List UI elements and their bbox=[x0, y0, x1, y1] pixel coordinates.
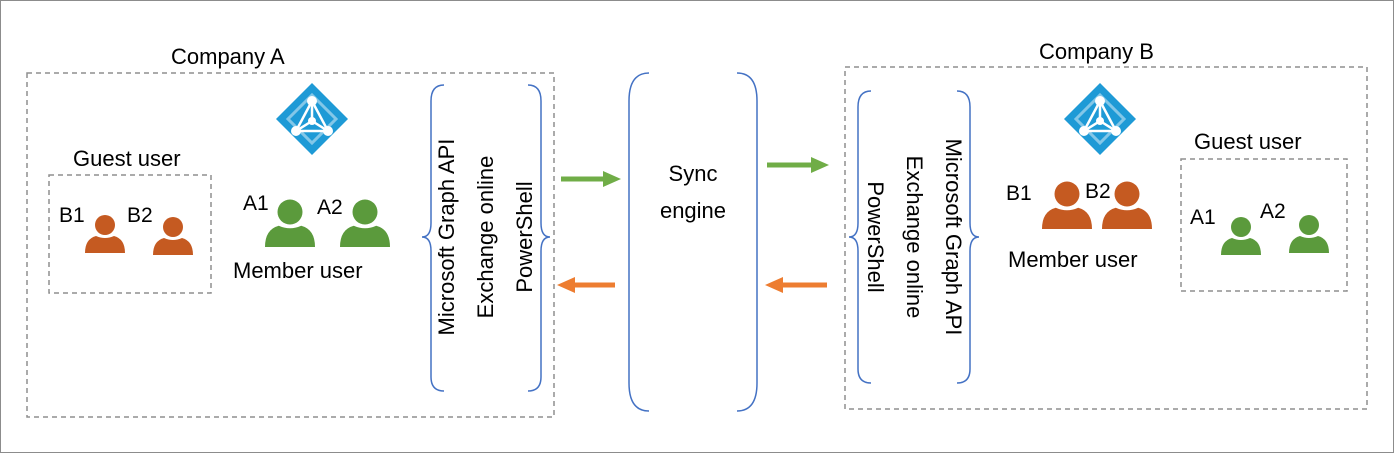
company-b-api-brace-right bbox=[956, 90, 980, 384]
company-a-api-brace-left bbox=[421, 84, 445, 392]
arrow-sync-to-a bbox=[557, 277, 615, 293]
company-a-title: Company A bbox=[171, 44, 285, 69]
sync-engine-line1: Sync bbox=[668, 161, 718, 186]
company-b-title: Company B bbox=[1039, 39, 1154, 64]
company-b-api-list: Microsoft Graph API Exchange online Powe… bbox=[863, 67, 966, 407]
company-b-azure-ad-icon bbox=[1062, 81, 1138, 157]
company-a-guest-label: Guest user bbox=[73, 146, 181, 171]
sync-engine-line2: engine bbox=[659, 198, 727, 223]
company-b-member-label: Member user bbox=[1008, 247, 1138, 272]
company-a-guest-b2-label: B2 bbox=[127, 204, 153, 227]
company-b-boundary bbox=[844, 66, 1368, 410]
company-a-api-exchange: Exchange online bbox=[473, 155, 498, 319]
arrow-sync-to-b bbox=[767, 157, 829, 173]
company-a-guest-b2-person-icon bbox=[153, 217, 193, 255]
company-a-azure-ad-icon bbox=[274, 81, 350, 157]
company-b-guest-a1-label: A1 bbox=[1190, 206, 1216, 229]
company-b-member-b2-label: B2 bbox=[1085, 180, 1111, 203]
company-b-guest-a2-label: A2 bbox=[1260, 200, 1286, 223]
company-a-member-a1-label: A1 bbox=[243, 192, 269, 215]
company-a-api-list: Microsoft Graph API Exchange online Powe… bbox=[434, 67, 537, 407]
company-b-api-powershell: PowerShell bbox=[863, 181, 888, 293]
company-b-member-b1-label: B1 bbox=[1006, 182, 1032, 205]
company-a-member-a2-label: A2 bbox=[317, 196, 343, 219]
company-b-guest-a1-person-icon bbox=[1221, 217, 1261, 255]
company-b-guest-a2-person-icon bbox=[1289, 215, 1329, 253]
company-a-guest-box bbox=[48, 174, 212, 294]
sync-engine-bracket-left bbox=[628, 72, 650, 412]
company-a-member-a2-person-icon bbox=[340, 199, 390, 247]
company-b-guest-box bbox=[1180, 158, 1348, 292]
company-b-api-exchange: Exchange online bbox=[902, 155, 927, 319]
arrow-b-to-sync bbox=[765, 277, 827, 293]
company-a-api-brace-right bbox=[527, 84, 551, 392]
company-a-boundary bbox=[26, 72, 555, 418]
arrow-a-to-sync bbox=[561, 171, 621, 187]
sync-engine-bracket-right bbox=[736, 72, 758, 412]
company-b-api-brace-left bbox=[848, 90, 872, 384]
company-a-api-powershell: PowerShell bbox=[512, 181, 537, 293]
company-b-guest-label: Guest user bbox=[1194, 129, 1302, 154]
company-a-guest-b1-person-icon bbox=[85, 215, 125, 253]
company-a-member-label: Member user bbox=[233, 258, 363, 283]
company-b-api-graph: Microsoft Graph API bbox=[941, 138, 966, 336]
company-a-api-graph: Microsoft Graph API bbox=[434, 138, 459, 336]
company-a-member-a1-person-icon bbox=[265, 199, 315, 247]
company-a-guest-b1-label: B1 bbox=[59, 204, 85, 227]
